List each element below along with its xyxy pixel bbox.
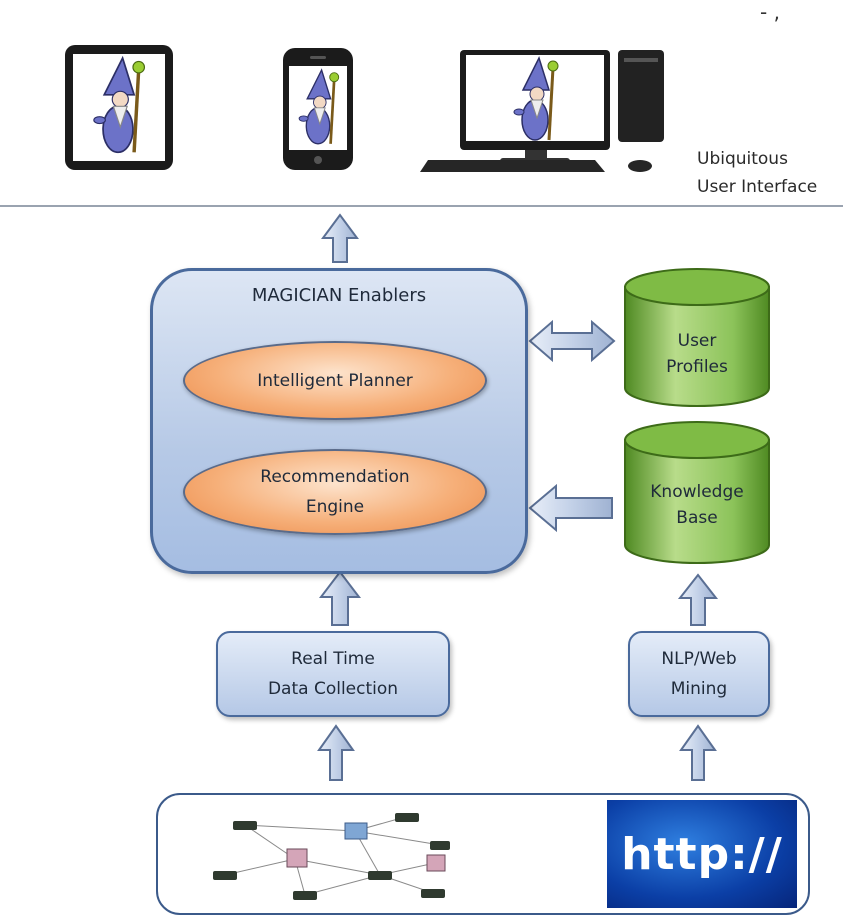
component-line1: Recommendation xyxy=(260,467,410,487)
web-http-text: http:// xyxy=(621,828,783,880)
devices-illustration xyxy=(65,45,664,172)
knowledge-base-database-icon xyxy=(624,421,770,564)
sensor-network-illustration xyxy=(213,813,450,900)
user-profiles-database-icon xyxy=(624,268,770,407)
gateway-icon xyxy=(286,822,446,872)
db-label-line2: Base xyxy=(676,508,718,528)
ui-label-line2: User Interface xyxy=(697,177,818,197)
arrow-up-to-enablers xyxy=(318,570,362,626)
web-http-image: http:// xyxy=(607,800,797,908)
component-line2: Engine xyxy=(305,497,365,517)
tablet-icon xyxy=(65,45,173,170)
collector-line1: NLP/Web xyxy=(661,649,737,669)
arrow-up-to-nlp xyxy=(679,724,717,781)
enablers-title: MAGICIAN Enablers xyxy=(251,285,427,306)
collector-line1: Real Time xyxy=(291,649,375,669)
nlp-web-mining-box: NLP/Web Mining xyxy=(628,631,770,717)
magician-enablers-box: MAGICIAN Enablers Intelligent Planner Re… xyxy=(150,268,528,574)
recommendation-engine-oval: Recommendation Engine xyxy=(183,449,487,535)
desktop-computer-icon xyxy=(420,50,664,172)
sensor-node-icon xyxy=(213,813,450,900)
component-line1: Intelligent Planner xyxy=(257,370,413,391)
db-label-line1: Knowledge xyxy=(650,482,744,502)
real-time-data-collection-box: Real Time Data Collection xyxy=(216,631,450,717)
knowledge-base-label: Knowledge Base xyxy=(625,479,769,531)
arrow-left-from-knowledge-base xyxy=(528,483,613,533)
arrow-up-to-data-collection xyxy=(317,724,355,781)
db-label-line1: User xyxy=(677,331,717,351)
db-label-line2: Profiles xyxy=(666,357,728,377)
collector-line2: Data Collection xyxy=(267,679,399,699)
collector-line2: Mining xyxy=(670,679,728,699)
top-right-mark: - , xyxy=(760,0,780,24)
user-profiles-label: User Profiles xyxy=(625,328,769,380)
ui-label-line1: Ubiquitous xyxy=(697,149,788,169)
double-arrow-profiles xyxy=(528,319,616,363)
section-divider xyxy=(0,205,843,207)
smartphone-icon xyxy=(283,48,353,170)
arrow-up-to-knowledge-base xyxy=(677,573,719,626)
arrow-up-to-ui xyxy=(321,213,359,263)
intelligent-planner-oval: Intelligent Planner xyxy=(183,341,487,420)
ubiquitous-ui-label: Ubiquitous User Interface xyxy=(697,145,817,201)
